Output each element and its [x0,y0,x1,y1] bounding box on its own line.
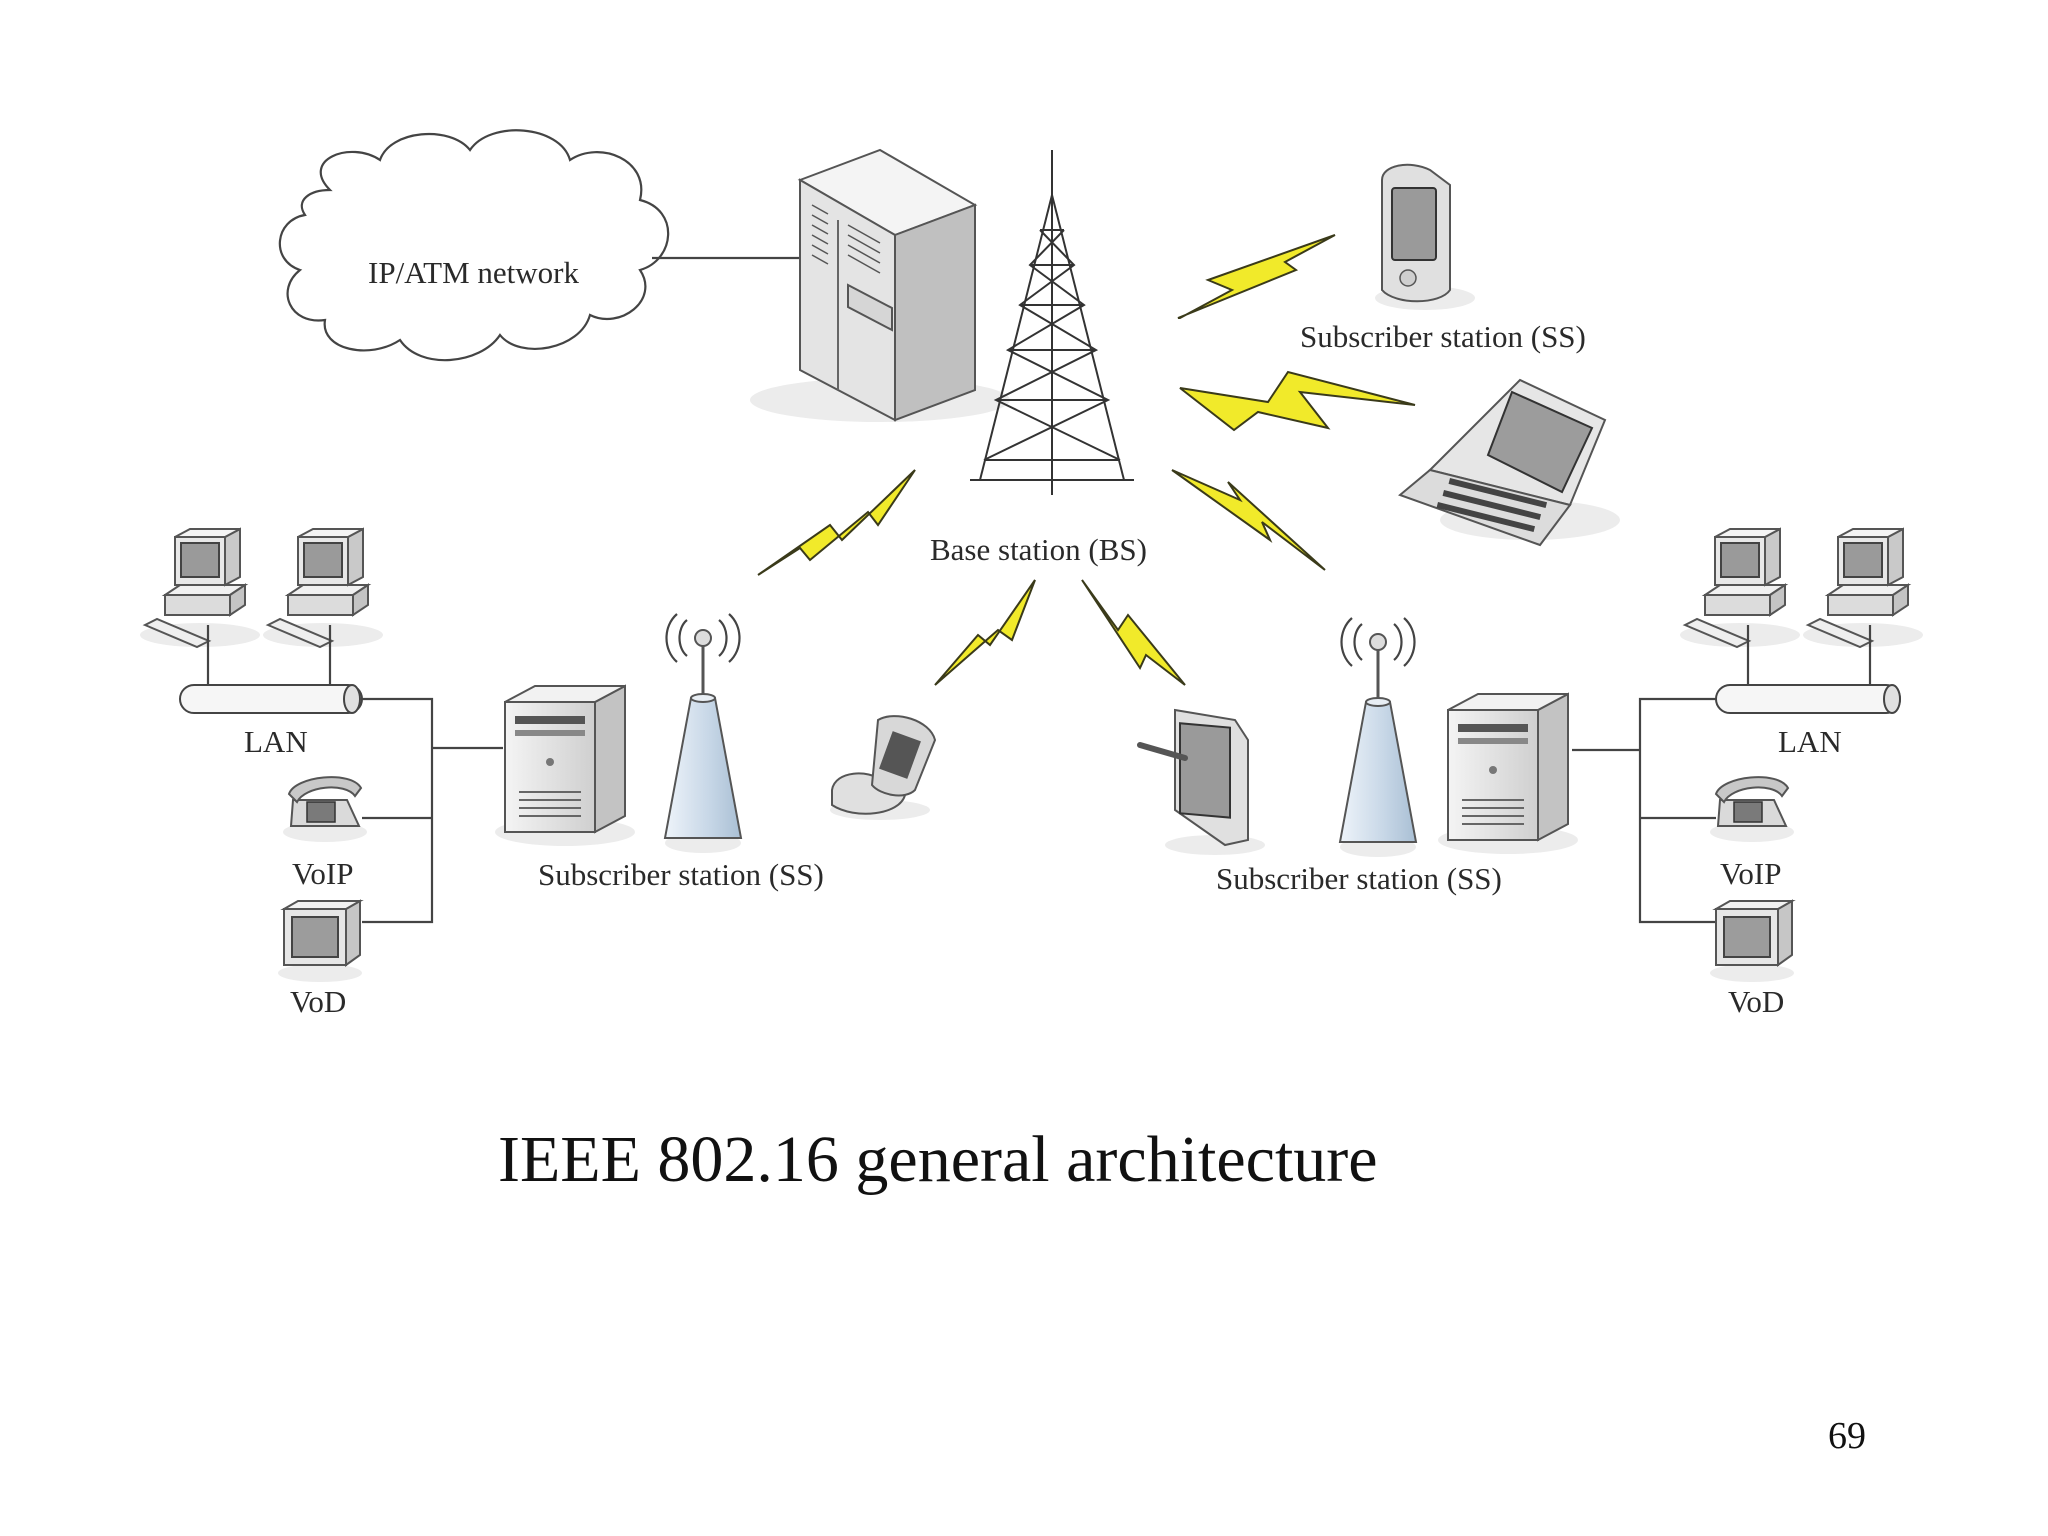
left-wiring [362,697,503,924]
vod-right-label: VoD [1728,984,1784,1019]
diagram-caption: IEEE 802.16 general architecture [498,1123,1378,1196]
server-icon [1437,693,1579,855]
lan-bus-right [1715,684,1901,714]
antenna-icon [1338,616,1418,859]
monitor-icon [277,900,363,983]
lan-bus-left [179,684,363,714]
ss-left-label: Subscriber station (SS) [538,857,824,892]
cloud-icon [278,129,670,362]
desktop-icon [139,528,384,648]
antenna-icon [663,612,743,855]
ss-right-label: Subscriber station (SS) [1216,861,1502,896]
vod-left-label: VoD [290,984,346,1019]
handset-icon [830,715,937,820]
cloud-label: IP/ATM network [368,255,579,290]
server-icon [750,148,1010,422]
tablet-icon [1137,708,1265,855]
ss-top-right-label: Subscriber station (SS) [1300,319,1586,354]
phone-icon [1709,776,1795,843]
desktop-icon [1679,528,1924,648]
pda-icon [1375,163,1475,310]
tower-icon [970,150,1134,495]
monitor-icon [1709,900,1795,983]
lan-left-label: LAN [244,724,308,759]
phone-icon [282,776,368,843]
lightning-icon [757,234,1416,686]
lan-right-label: LAN [1778,724,1842,759]
voip-left-label: VoIP [292,856,353,891]
laptop-icon [1398,378,1620,547]
voip-right-label: VoIP [1720,856,1781,891]
right-wiring [1572,697,1716,924]
base-station-label: Base station (BS) [930,532,1147,567]
server-icon [494,685,636,847]
page-number: 69 [1828,1415,1866,1457]
